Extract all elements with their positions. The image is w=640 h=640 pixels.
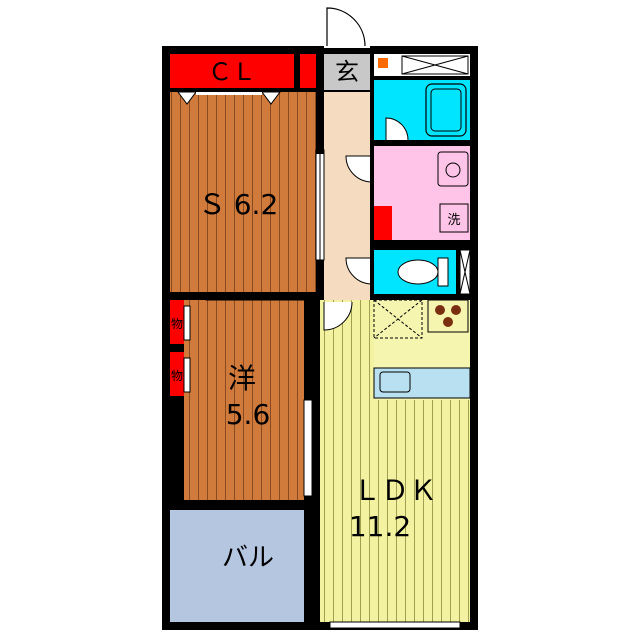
service-room-label: Ｓ 6.2 [198, 188, 278, 221]
sink-icon [379, 371, 411, 393]
cooktop-icon [427, 299, 469, 333]
ldk-size: 11.2 [349, 510, 411, 543]
entrance-label: 玄 [335, 58, 359, 86]
storage-door [183, 357, 191, 393]
door-swing-icon [345, 257, 373, 285]
western-room-name: 洋 [228, 362, 256, 395]
door-swing-icon [385, 117, 409, 141]
washroom-storage [374, 206, 392, 240]
door-swing-icon [323, 301, 353, 331]
storage-2 [170, 352, 184, 396]
entrance [324, 54, 370, 90]
service-room-name: Ｓ [198, 188, 226, 221]
service-room-size: 6.2 [234, 188, 279, 221]
sliding-door [303, 399, 313, 497]
door-swing-icon [326, 7, 366, 47]
balcony [170, 510, 304, 622]
ldk-name: ＬＤＫ [353, 474, 437, 507]
bathtub-icon [425, 83, 467, 137]
storage-1 [170, 300, 184, 344]
storage-2-label: 物 [171, 369, 183, 383]
toilet-icon [397, 257, 449, 287]
sink-icon [437, 151, 469, 187]
ldk-window [329, 621, 461, 629]
service-room [170, 92, 316, 292]
closet-side [300, 54, 316, 88]
western-room-size: 5.6 [226, 398, 271, 431]
door-swing-icon [345, 155, 373, 183]
western-room [184, 300, 304, 500]
closet [170, 54, 294, 88]
heater-icon [378, 58, 388, 68]
kitchen-counter [373, 367, 471, 399]
storage-door [183, 305, 191, 341]
washer-label: 洗 [447, 213, 460, 228]
balcony-label: バル [222, 543, 274, 573]
closet-door-track [196, 92, 262, 95]
washing-machine-icon [439, 203, 469, 233]
storage-1-label: 物 [171, 317, 183, 331]
closet-label: ＣＬ [208, 58, 256, 86]
